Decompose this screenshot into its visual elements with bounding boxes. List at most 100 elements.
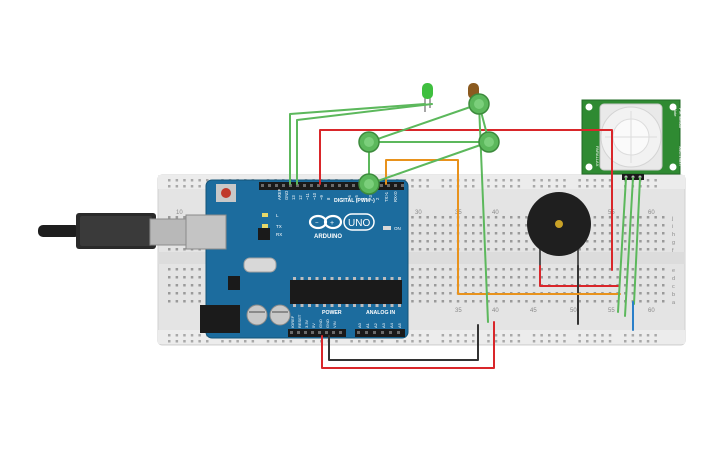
hole: [441, 185, 445, 188]
hole: [381, 331, 384, 334]
hole: [494, 232, 498, 235]
hole: [335, 340, 338, 343]
hole: [532, 300, 536, 303]
hole: [487, 216, 490, 219]
hole: [345, 184, 348, 187]
hole: [449, 268, 452, 271]
hole: [487, 340, 490, 343]
hole: [464, 284, 467, 287]
hole: [586, 240, 589, 243]
hole: [540, 179, 543, 182]
hole: [464, 232, 467, 235]
digital-pwm-label: DIGITAL (PWM~): [334, 198, 375, 204]
pin-label-a1: A1: [365, 322, 370, 328]
wire-black-gnd[interactable]: [328, 324, 479, 361]
hole: [190, 340, 194, 343]
pir-mount-hole-bl: [585, 163, 593, 171]
hole: [403, 340, 407, 343]
hole: [358, 340, 361, 343]
hole: [426, 248, 429, 251]
hole: [624, 334, 627, 337]
hole: [487, 232, 490, 235]
hole: [662, 284, 665, 287]
l-led: [262, 213, 268, 217]
on-led: [383, 226, 391, 230]
wire-red-top[interactable]: [319, 129, 613, 271]
hole: [479, 284, 483, 287]
hole: [601, 179, 604, 182]
hole: [510, 216, 513, 219]
hole: [375, 277, 379, 280]
hole: [646, 179, 650, 182]
hole: [434, 276, 437, 279]
hole: [289, 184, 292, 187]
hole: [345, 304, 349, 307]
wire-green-pir-2[interactable]: [633, 177, 641, 305]
wire-green-led-1[interactable]: [289, 103, 426, 185]
green-led[interactable]: [422, 83, 433, 112]
hole: [426, 268, 429, 271]
hole: [315, 304, 319, 307]
pin-label-aref: AREF: [277, 188, 282, 200]
wire-green-led-2[interactable]: [296, 103, 433, 185]
svg-text:−: −: [315, 221, 319, 227]
wire-green-pir-1[interactable]: [617, 177, 627, 313]
hole: [426, 284, 429, 287]
hole: [183, 284, 186, 287]
pin-label-9: ~9: [319, 195, 324, 200]
hole: [175, 185, 179, 188]
hole: [411, 334, 414, 337]
hole: [510, 232, 513, 235]
hole: [330, 304, 334, 307]
hole: [411, 292, 414, 295]
hole: [525, 276, 528, 279]
hole: [555, 268, 559, 271]
hole: [586, 300, 589, 303]
hole: [517, 284, 521, 287]
hole: [593, 340, 597, 343]
hole: [303, 184, 306, 187]
hole: [282, 184, 285, 187]
hole: [190, 284, 194, 287]
arduino-logo: − +: [308, 214, 343, 230]
hole: [168, 292, 171, 295]
hole: [479, 248, 483, 251]
hole: [198, 300, 201, 303]
hole: [525, 284, 528, 287]
hole: [631, 268, 635, 271]
hole: [631, 232, 635, 235]
wire-red-buzzer[interactable]: [539, 265, 619, 287]
hole: [228, 340, 232, 343]
hole: [365, 340, 369, 343]
wire-green-pir-3[interactable]: [624, 177, 634, 317]
row-label-i: i: [672, 224, 673, 230]
pir-text-brand: PARALLAX: [595, 146, 600, 167]
hole: [168, 276, 171, 279]
hole: [373, 340, 376, 343]
hole: [654, 284, 657, 287]
pin-label-13: 13: [291, 195, 296, 200]
hole: [646, 185, 650, 188]
hole: [352, 184, 355, 187]
hole: [304, 340, 308, 343]
hole: [190, 179, 194, 182]
hole: [411, 216, 414, 219]
hole: [411, 185, 414, 188]
hole: [411, 232, 414, 235]
hole: [601, 216, 604, 219]
hole: [310, 184, 313, 187]
hole: [308, 304, 311, 307]
wire-orange[interactable]: [385, 159, 621, 295]
wire-red-bottom[interactable]: [321, 321, 495, 369]
hole: [183, 268, 186, 271]
hole: [593, 268, 597, 271]
hole: [418, 268, 422, 271]
hole: [525, 248, 528, 251]
reset-button-cap[interactable]: [221, 188, 231, 198]
hole: [418, 334, 422, 337]
hole: [332, 331, 335, 334]
hole: [368, 304, 371, 307]
wire-green-diag[interactable]: [368, 141, 490, 185]
pir-sensor[interactable]: PIR Sensor Note SSC-19837 PARALLAX: [581, 99, 683, 180]
hole: [360, 277, 364, 280]
